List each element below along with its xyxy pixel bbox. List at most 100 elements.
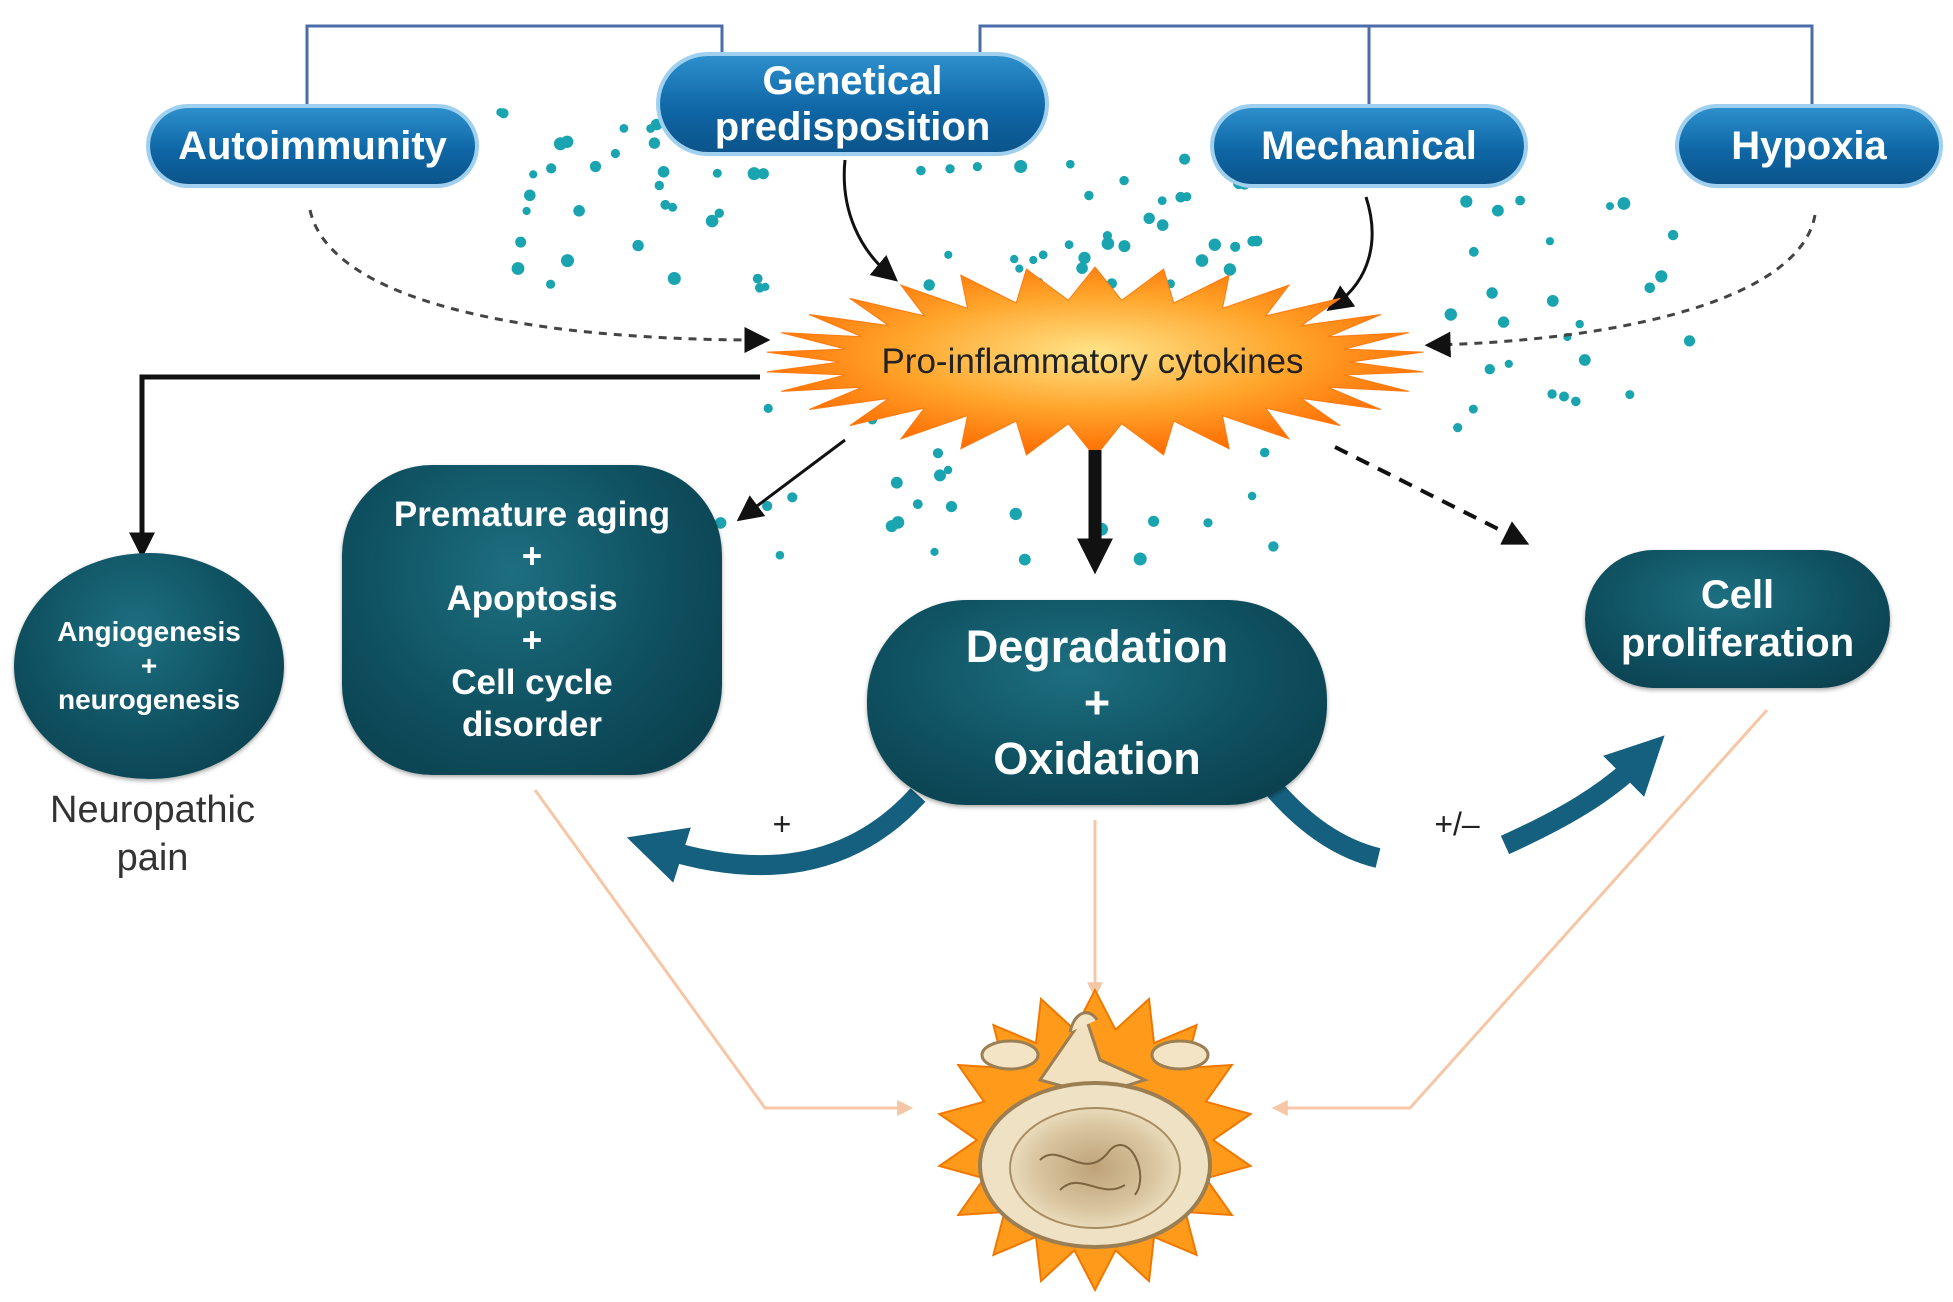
cytokine-dot	[945, 501, 958, 513]
arrow-to-angiogenesis	[129, 374, 760, 559]
cause-autoimmunity-label: Autoimmunity	[178, 124, 447, 168]
effect-arrows	[129, 374, 1530, 575]
cytokine-dot	[1444, 308, 1458, 321]
curve-to-aging	[626, 788, 926, 883]
cytokine-dot	[573, 205, 585, 217]
cytokine-dot	[1484, 364, 1496, 375]
arrow-mechanical	[1326, 196, 1374, 312]
cytokine-dot	[657, 166, 670, 178]
cause-genetical-label-line2: predisposition	[714, 105, 991, 149]
cytokine-dot	[932, 448, 944, 459]
cytokine-dot	[1683, 335, 1696, 347]
cytokine-dot	[1644, 282, 1656, 294]
cause-arrows	[308, 159, 1817, 358]
cytokine-particles	[496, 108, 1696, 566]
cytokines-label: Pro-inflammatory cytokines	[881, 342, 1304, 381]
cytokine-dot	[923, 279, 935, 291]
cytokine-dot	[1101, 237, 1115, 250]
cytokine-dot	[916, 165, 926, 176]
cytokine-dot	[589, 160, 602, 173]
cytokine-dot	[1157, 196, 1167, 206]
effect-degradation-oxidation: Degradation + Oxidation	[867, 600, 1327, 805]
cytokine-dot	[1247, 236, 1258, 247]
cytokine-dot	[1009, 507, 1022, 521]
cytokine-dot	[1617, 197, 1631, 210]
cytokine-dot	[1559, 391, 1569, 402]
cytokine-dot	[1084, 190, 1094, 201]
cytokine-dot	[1118, 240, 1131, 253]
cytokine-dot	[1515, 195, 1525, 206]
cytokine-dot	[522, 206, 531, 216]
cytokine-dot	[972, 162, 983, 172]
cytokine-dot	[943, 465, 953, 475]
arrow-to-aging	[736, 438, 846, 522]
effect-prolif-line: Cell	[1700, 573, 1775, 617]
cytokine-dot	[944, 250, 953, 259]
arrow-autoimmunity	[308, 209, 771, 353]
cause-mechanical: Mechanical	[1214, 108, 1524, 184]
cytokine-dot	[553, 137, 567, 151]
cytokine-dot	[1078, 251, 1091, 264]
cytokine-dot	[1102, 231, 1112, 241]
cytokine-dot	[1492, 204, 1504, 217]
cytokine-dot	[511, 262, 525, 275]
curve-to-proliferation	[1500, 735, 1665, 855]
cytokine-dot	[1667, 229, 1679, 241]
cytokine-dot	[1195, 254, 1209, 267]
cause-hypoxia: Hypoxia	[1679, 108, 1939, 184]
cytokine-dot	[891, 516, 905, 529]
cytokine-dot	[498, 108, 509, 119]
cytokine-dot	[1625, 390, 1635, 400]
cytokine-dot	[1468, 404, 1478, 414]
cytokine-dot	[1497, 316, 1510, 328]
cytokine-dot	[524, 189, 536, 202]
cytokine-dot	[1606, 202, 1614, 211]
cytokine-dot	[1010, 254, 1019, 264]
cytokine-dot	[1143, 212, 1155, 224]
cause-genetical-predisposition: Genetical predisposition	[660, 56, 1045, 152]
arrow-hypoxia	[1424, 214, 1817, 358]
cause-mechanical-label: Mechanical	[1261, 124, 1477, 168]
neuropathic-pain-label: Neuropathic pain	[0, 786, 305, 882]
effect-aging-line: +	[521, 621, 543, 660]
cytokine-dot	[610, 148, 621, 159]
cytokine-dot	[660, 199, 671, 210]
cytokine-dot	[1504, 359, 1513, 368]
cytokine-dot	[561, 254, 574, 268]
effect-aging-line: Premature aging	[393, 495, 671, 534]
cytokine-dot	[912, 499, 923, 509]
cytokine-dot	[1578, 354, 1591, 366]
plus-sign-label: +	[772, 806, 792, 842]
cytokine-dot	[1203, 518, 1213, 528]
cause-bracket-left	[305, 24, 724, 108]
convergence-lines	[533, 708, 1769, 1116]
effect-aging-line: disorder	[461, 705, 603, 744]
cytokine-dot	[761, 282, 770, 291]
cytokine-dot	[763, 403, 773, 413]
effect-angiogenesis-neurogenesis: Angiogenesis + neurogenesis	[14, 553, 284, 779]
cytokine-dot	[667, 272, 681, 285]
cytokine-dot	[654, 180, 664, 191]
cytokine-dot	[1545, 237, 1554, 246]
cytokine-dot	[1038, 250, 1048, 260]
effect-cell-proliferation: Cell proliferation	[1585, 550, 1890, 688]
cytokine-dot	[650, 118, 663, 131]
plus-minus-sign-label: +/–	[1434, 806, 1480, 842]
cytokine-dot	[1014, 160, 1028, 173]
arrow-to-proliferation	[1334, 445, 1530, 545]
arrow-genetical	[842, 159, 898, 282]
cytokine-dot	[619, 123, 629, 133]
effect-angio-line: neurogenesis	[57, 684, 241, 715]
effect-premature-aging: Premature aging + Apoptosis + Cell cycle…	[342, 465, 722, 775]
cytokine-dot	[1268, 541, 1279, 552]
cytokine-dot	[775, 550, 785, 560]
cytokine-dot	[1571, 396, 1581, 407]
cytokine-dot	[890, 476, 903, 489]
neuropathic-line: Neuropathic	[50, 789, 255, 831]
cytokine-dot	[1182, 192, 1192, 202]
cytokine-dot	[705, 214, 719, 228]
effect-aging-line: Apoptosis	[446, 579, 618, 618]
cause-hypoxia-label: Hypoxia	[1731, 124, 1887, 168]
cytokine-dot	[1015, 264, 1024, 273]
